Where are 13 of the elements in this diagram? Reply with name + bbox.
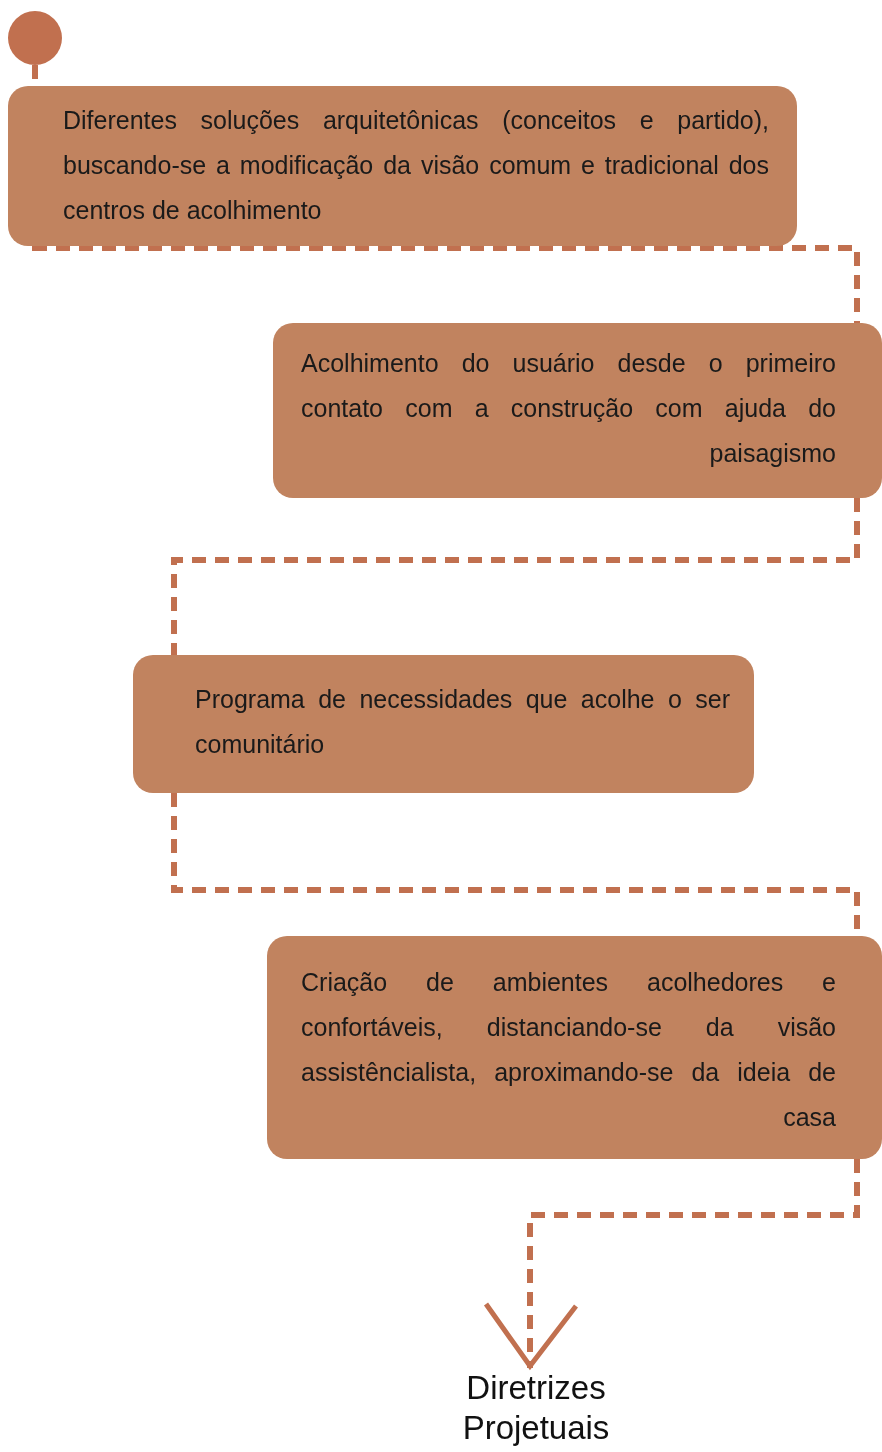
end-label: Diretrizes Projetuais bbox=[461, 1368, 611, 1448]
start-circle bbox=[8, 11, 62, 65]
dashed-connector bbox=[483, 1159, 860, 1369]
box-text: Diferentes soluções arquitetônicas (conceitos e partido), buscando-se a modificação da visão comum e tradicional dos centros de acolhimento bbox=[63, 105, 769, 226]
box-text: Programa de necessidades que acolhe o ser comunitário bbox=[195, 684, 730, 760]
process-box bbox=[8, 86, 797, 246]
box-text: Criação de ambientes acolhedores e confortáveis, distanciando-se da visão assistêncialista, aproximando-se da ideia de casa bbox=[301, 967, 836, 1133]
dashed-connector bbox=[32, 243, 860, 323]
process-box bbox=[273, 323, 882, 498]
dashed-connector bbox=[171, 498, 860, 655]
process-box bbox=[133, 655, 754, 793]
box-text: Acolhimento do usuário desde o primeiro contato com a construção com ajuda do paisagismo bbox=[301, 348, 836, 469]
process-box bbox=[267, 936, 882, 1159]
